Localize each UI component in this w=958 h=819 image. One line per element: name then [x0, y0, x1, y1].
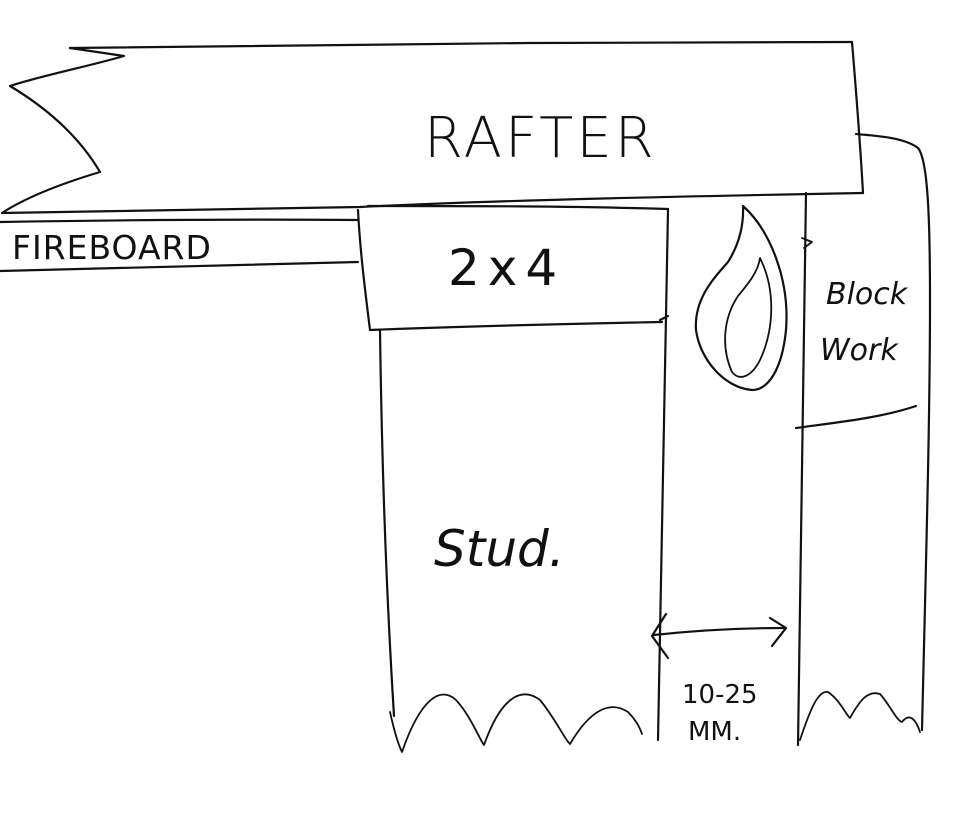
- rafter: RAFTER: [0, 40, 865, 215]
- gap-unit-label: MM.: [688, 717, 741, 747]
- fireboard-label: FIREBOARD: [12, 228, 212, 267]
- blockwork: Block Work: [794, 132, 932, 747]
- gap-dimension: 10-25 MM.: [650, 612, 788, 747]
- rafter-label: RAFTER: [424, 106, 657, 171]
- blockwork-label-line2: Work: [820, 333, 899, 368]
- blockwork-label-line1: Block: [826, 277, 909, 312]
- double-arrow-icon: [652, 626, 786, 637]
- gap-value-label: 10-25: [682, 680, 758, 710]
- fireboard: FIREBOARD: [0, 218, 360, 273]
- flame-icon: [694, 204, 788, 392]
- stud-label: Stud.: [434, 520, 565, 578]
- two-by-four-label: 2x4: [448, 239, 565, 297]
- stud: Stud.: [378, 208, 670, 753]
- two-by-four-plate: 2x4: [356, 204, 670, 332]
